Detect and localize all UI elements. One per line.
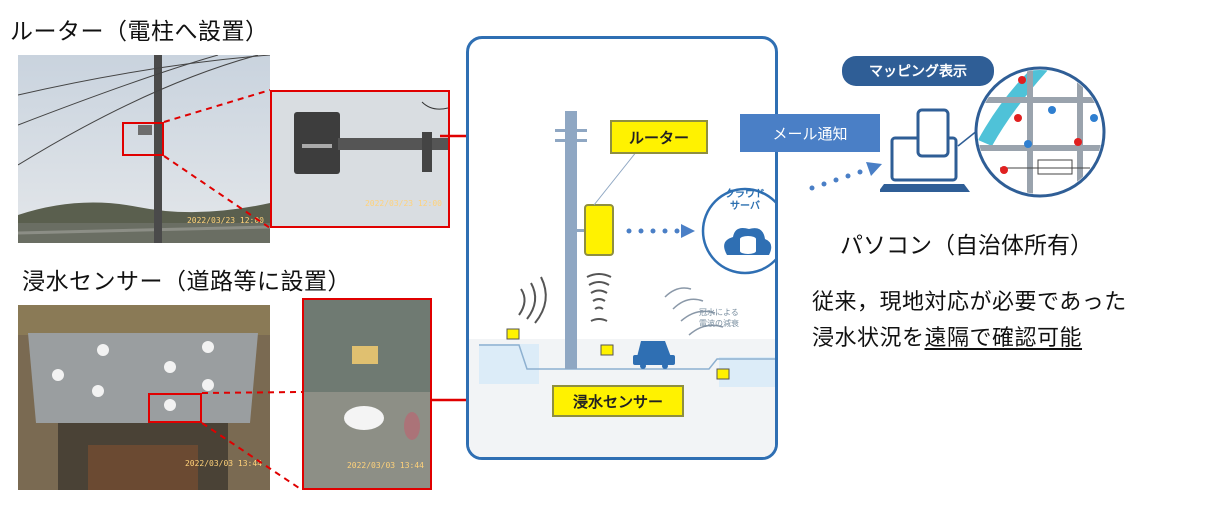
sensor-label: 浸水センサー [552, 385, 684, 417]
cloud-arrow-head [681, 224, 695, 238]
router-highlight-box [122, 122, 164, 156]
sensor-heading: 浸水センサー（道路等に設置） [22, 269, 351, 295]
router-device-icon [584, 204, 614, 256]
sensor-photo-wide-timestamp: 2022/03/03 13:44 [184, 459, 262, 468]
sensor-icon-right [716, 368, 730, 380]
laptop-base-icon [880, 184, 970, 192]
description-line-1: 従来，現地対応が必要であった [812, 290, 1127, 315]
router-photo-wide-illustration [18, 55, 270, 243]
pc-arrow-head [866, 162, 882, 176]
router-zoom-connector-bottom [163, 155, 271, 229]
utility-pole [565, 111, 577, 369]
signal-wave-left [518, 288, 526, 316]
sensor-icon-center [600, 344, 614, 356]
router-photo-zoom: 2022/03/23 12:00 [270, 90, 450, 228]
sensor-photo-wide: 2022/03/03 13:44 [18, 305, 270, 490]
description-line-2: 浸水状況を遠隔で確認可能 [812, 326, 1083, 351]
router-photo-zoom-illustration [272, 92, 448, 226]
system-diagram-illustration [469, 111, 775, 457]
sensor-zoom-connector-top [201, 391, 303, 394]
remote-check-highlight: 遠隔で確認可能 [924, 326, 1083, 351]
router-photo-wide: 2022/03/23 12:00 [18, 55, 270, 243]
system-diagram-frame: クラウド サーバ 冠水による 電波の減衰 [466, 36, 778, 460]
car-icon [637, 341, 671, 357]
sensor-photo-zoom-illustration [304, 300, 430, 488]
router-zoom-connector-top [163, 89, 271, 123]
pc-and-map-illustration [880, 66, 1106, 198]
road-outline [479, 344, 775, 370]
attenuation-label: 冠水による 電波の減衰 [699, 308, 739, 328]
sensor-photo-zoom: 2022/03/03 13:44 [302, 298, 432, 490]
sensor-photo-wide-illustration [18, 305, 270, 490]
router-photo-wide-timestamp: 2022/03/23 12:00 [186, 216, 264, 225]
map-pin-blue [1048, 106, 1056, 114]
router-heading: ルーター（電柱へ設置） [10, 19, 269, 45]
cloud-server-label: クラウド サーバ [725, 189, 765, 212]
pc-arrow [809, 162, 882, 191]
router-label: ルーター [610, 120, 708, 154]
mail-notification-badge: メール通知 [740, 114, 880, 152]
signal-wave-1 [586, 273, 612, 278]
smartphone-icon [916, 108, 950, 158]
sensor-highlight-box [148, 393, 202, 423]
router-photo-zoom-timestamp: 2022/03/23 12:00 [364, 199, 442, 208]
mapping-display-badge: マッピング表示 [842, 56, 994, 86]
pc-caption: パソコン（自治体所有） [840, 233, 1093, 259]
map-pin-red [1018, 76, 1026, 84]
sensor-icon-left [506, 328, 520, 340]
water-left [479, 344, 539, 384]
sensor-photo-zoom-timestamp: 2022/03/03 13:44 [346, 461, 424, 470]
description-block: 従来，現地対応が必要であった 浸水状況を遠隔で確認可能 [812, 284, 1127, 352]
signal-wave-attenuated [664, 287, 692, 298]
sensor-zoom-connector-bottom [201, 422, 303, 491]
